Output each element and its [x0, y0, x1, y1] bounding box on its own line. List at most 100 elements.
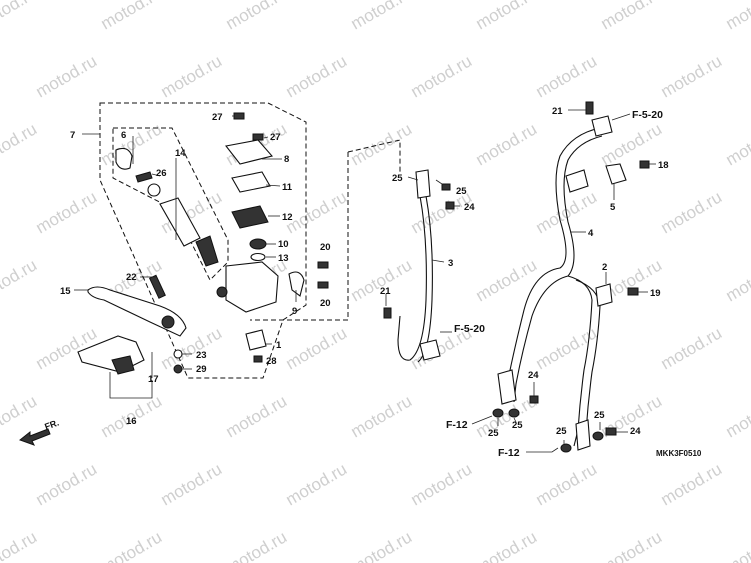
- watermark-text: motod.ru: [533, 459, 601, 509]
- callout-29: 29: [196, 364, 207, 375]
- bolt-18: [639, 160, 650, 169]
- washer-25d: [508, 408, 520, 418]
- brake-lever: [87, 286, 187, 337]
- leader-f520-top: [611, 113, 631, 121]
- leader-25d: [513, 417, 517, 423]
- callout-1: 1: [276, 340, 282, 351]
- callout-18: 18: [658, 160, 669, 171]
- ref-f520-top: F-5-20: [632, 109, 663, 121]
- watermark-text: motod.ru: [473, 119, 541, 169]
- lever-pivot: [161, 315, 175, 329]
- watermark-text: motod.ru: [473, 255, 541, 305]
- watermark-text: motod.ru: [223, 391, 291, 441]
- float: [249, 238, 267, 250]
- leader-3: [431, 259, 445, 263]
- master-cylinder-body: [225, 261, 279, 313]
- front-direction-arrow-icon: [18, 428, 51, 446]
- brake-hose-3: [397, 195, 427, 361]
- watermark-text: motod.ru: [0, 527, 40, 563]
- watermark-text: motod.ru: [33, 51, 101, 101]
- callout-25b: 25: [456, 186, 467, 197]
- callout-5: 5: [610, 202, 616, 213]
- watermark-text: motod.ru: [658, 51, 726, 101]
- callout-21a: 21: [380, 286, 391, 297]
- callout-25c: 25: [488, 428, 499, 439]
- callout-4: 4: [588, 228, 594, 239]
- callout-27a: 27: [212, 112, 223, 123]
- leader-f12-left: [471, 415, 493, 425]
- callout-19: 19: [650, 288, 661, 299]
- watermark-text: motod.ru: [223, 527, 291, 563]
- screw-27a: [233, 112, 245, 120]
- brake-switch: [245, 329, 267, 351]
- watermark-text: motod.ru: [158, 459, 226, 509]
- direction-label: FR.: [43, 418, 60, 432]
- brake-hose-4-left: [505, 127, 601, 403]
- watermark-text: motod.ru: [533, 51, 601, 101]
- leader-f12-bottom: [526, 447, 559, 453]
- callout-25e: 25: [556, 426, 567, 437]
- watermark-text: motod.ru: [658, 459, 726, 509]
- watermark-text: motod.ru: [723, 119, 751, 169]
- callout-24a: 24: [464, 202, 475, 213]
- leader-11: [265, 184, 281, 187]
- three-way-joint: [591, 115, 613, 137]
- watermark-text: motod.ru: [658, 323, 726, 373]
- callout-15: 15: [60, 286, 71, 297]
- pivot-bolt: [148, 274, 166, 299]
- ref-f12-bottom: F-12: [498, 447, 520, 459]
- piston-spring: [195, 235, 219, 267]
- brake-hose-4-right-outline: [575, 279, 601, 447]
- callout-10: 10: [278, 239, 289, 250]
- watermark-text: motod.ru: [723, 255, 751, 305]
- lower-brake-hose-assembly: 21 F-5-20 18 5 4 2 19 24 F-12 25 25 F-12…: [446, 101, 702, 459]
- callout-7: 7: [70, 130, 75, 141]
- bolt-24c: [605, 427, 617, 436]
- callout-6: 6: [121, 130, 126, 141]
- callout-9: 9: [292, 306, 297, 317]
- washer-25f: [592, 431, 604, 441]
- cylinder-mount-boss: [216, 286, 228, 298]
- group-box-6: [112, 127, 229, 281]
- o-ring: [250, 252, 266, 262]
- callout-23: 23: [196, 350, 207, 361]
- callout-21b: 21: [552, 106, 563, 117]
- callout-22: 22: [126, 272, 137, 283]
- watermark-text: motod.ru: [223, 0, 291, 33]
- watermark-text: motod.ru: [348, 255, 416, 305]
- callout-17: 17: [148, 374, 159, 385]
- callout-20a: 20: [320, 242, 331, 253]
- callout-3: 3: [448, 258, 453, 269]
- callout-25a: 25: [392, 173, 403, 184]
- callout-25f: 25: [594, 410, 605, 421]
- adjuster-knob: [111, 355, 135, 375]
- watermark-text: motod.ru: [658, 187, 726, 237]
- leader-27b: [263, 136, 269, 139]
- watermark-text: motod.ru: [348, 0, 416, 33]
- callout-24b: 24: [528, 370, 539, 381]
- leader-25b: [435, 179, 443, 185]
- bolt-24b: [529, 395, 539, 404]
- bolt-21a: [383, 307, 392, 319]
- callout-24c: 24: [630, 426, 641, 437]
- bolt-20b: [317, 281, 329, 289]
- boot: [115, 147, 133, 170]
- diaphragm-plate: [231, 171, 271, 193]
- watermark-text: motod.ru: [98, 0, 166, 33]
- watermark-text: motod.ru: [0, 119, 40, 169]
- bolt-21b: [585, 101, 594, 115]
- watermark-text: motod.ru: [348, 527, 416, 563]
- holder-clamp: [288, 271, 305, 297]
- washer-25b: [441, 183, 451, 191]
- nut-29: [173, 364, 183, 374]
- reservoir-cap: [225, 139, 274, 165]
- watermark-text: motod.ru: [723, 0, 751, 33]
- ref-f520-mid: F-5-20: [454, 323, 485, 335]
- watermark-text: motod.ru: [158, 51, 226, 101]
- watermark-text: motod.ru: [98, 527, 166, 563]
- callout-20b: 20: [320, 298, 331, 309]
- callout-13: 13: [278, 253, 289, 264]
